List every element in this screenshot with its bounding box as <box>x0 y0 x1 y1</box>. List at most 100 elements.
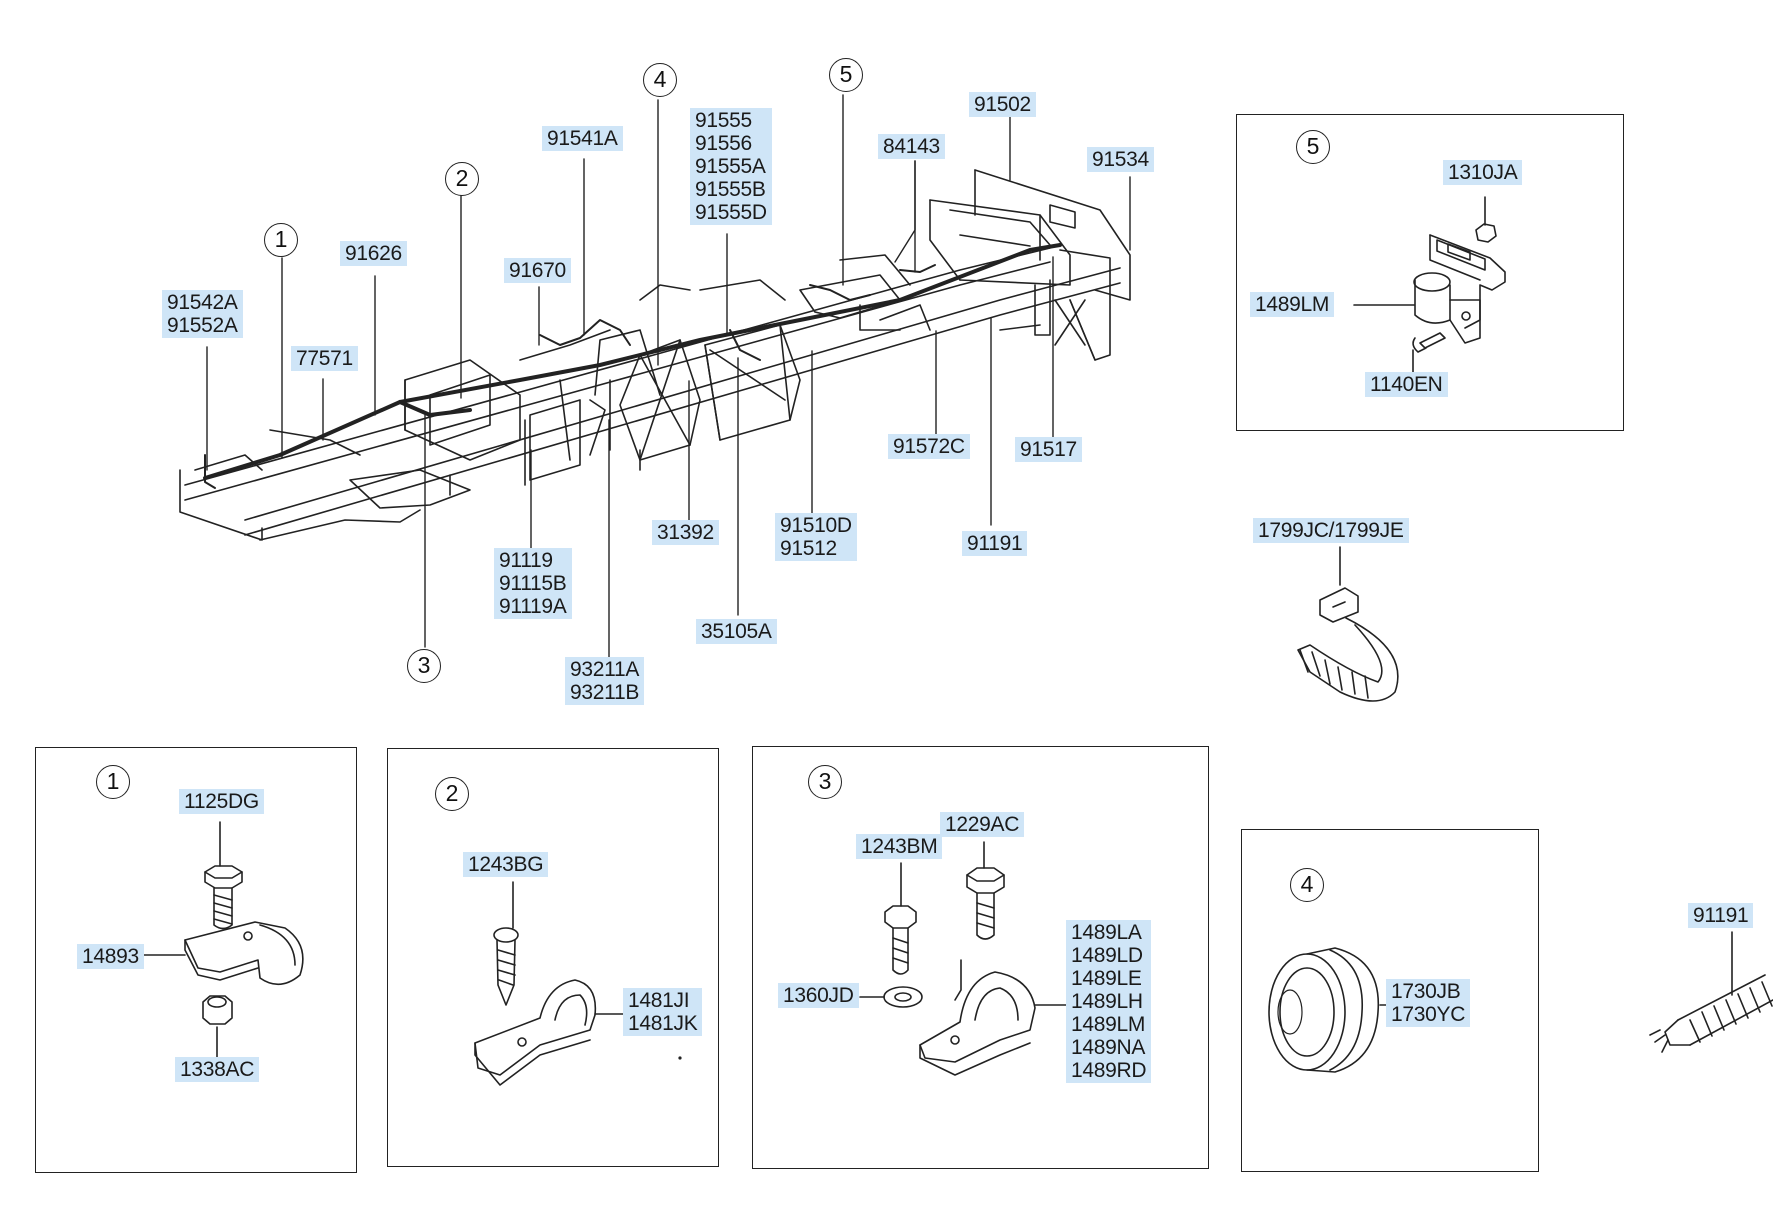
part-number-line: 93211A <box>570 658 640 681</box>
part-label-1140EN: 1140EN <box>1365 372 1448 397</box>
part-number-line: 1481JI <box>628 989 690 1012</box>
part-number-line: 1125DG <box>184 790 259 813</box>
part-number-line: 91502 <box>974 93 1031 116</box>
part-number-line: 77571 <box>296 347 353 370</box>
part-number-line: 1243BM <box>861 835 938 858</box>
part-number-line: 1489LA <box>1071 921 1142 944</box>
part-label-1125DG: 1125DG <box>179 789 264 814</box>
part-number-line: 1489LE <box>1071 967 1142 990</box>
part-label-84143: 84143 <box>878 134 945 159</box>
part-label-91572C: 91572C <box>888 434 970 459</box>
part-number-line: 91119 <box>499 549 553 572</box>
part-number-line: 1489LM <box>1071 1013 1146 1036</box>
part-number-line: 91541A <box>547 127 618 150</box>
part-label-31392: 31392 <box>652 520 719 545</box>
detail-4-callout: 4 <box>1290 868 1324 902</box>
part-number-line: 91626 <box>345 242 402 265</box>
part-number-line: 1140EN <box>1370 373 1443 396</box>
detail-box-1 <box>35 747 357 1173</box>
part-label-77571: 77571 <box>291 346 358 371</box>
detail-1-drawing <box>143 821 304 1059</box>
part-number-line: 1360JD <box>783 984 854 1007</box>
callout-1: 1 <box>264 223 298 257</box>
part-number-line: 35105A <box>701 620 772 643</box>
part-label-91670: 91670 <box>504 258 571 283</box>
callout-3: 3 <box>407 649 441 683</box>
part-label-91502: 91502 <box>969 92 1036 117</box>
side-91191-drawing <box>1649 931 1773 1053</box>
part-number-line: 1730JB <box>1391 980 1461 1003</box>
part-number-line: 91512 <box>780 537 837 560</box>
part-number-line: 1730YC <box>1391 1003 1466 1026</box>
part-label-1360JD: 1360JD <box>778 983 859 1008</box>
part-number-line: 91670 <box>509 259 566 282</box>
part-label-1799JC: 1799JC/1799JE <box>1253 518 1409 543</box>
chassis-frame <box>179 169 1131 541</box>
part-number-line: 91555A <box>695 155 766 178</box>
detail-box-4 <box>1241 829 1539 1172</box>
part-label-1489LM-d5: 1489LM <box>1250 292 1335 317</box>
part-number-line: 1243BG <box>468 853 544 876</box>
part-number-line: 1799JC/1799JE <box>1258 519 1404 542</box>
detail-4-drawing <box>1268 947 1397 1073</box>
part-label-1243BG: 1243BG <box>463 852 549 877</box>
detail-3-drawing <box>859 841 1071 1076</box>
part-number-line: 1489LH <box>1071 990 1143 1013</box>
callout-4: 4 <box>643 63 677 97</box>
part-number-line: 91542A <box>167 291 238 314</box>
part-number-line: 91556 <box>695 132 752 155</box>
part-number-line: 1310JA <box>1448 161 1518 184</box>
part-label-91191: 91191 <box>962 531 1028 556</box>
part-label-1338AC: 1338AC <box>175 1057 260 1082</box>
part-label-91541A: 91541A <box>542 126 623 151</box>
detail-2-drawing <box>474 881 682 1086</box>
part-number-line: 91191 <box>1693 904 1749 927</box>
detail-box-5 <box>1236 114 1624 431</box>
callout-5: 5 <box>829 58 863 92</box>
part-number-line: 1229AC <box>945 813 1020 836</box>
part-label-91517: 91517 <box>1015 437 1082 462</box>
part-number-line: 1489LM <box>1255 293 1330 316</box>
part-label-1310JA: 1310JA <box>1443 160 1523 185</box>
detail-5-drawing <box>1353 196 1506 378</box>
detail-1-callout: 1 <box>96 765 130 799</box>
detail-box-3 <box>752 746 1209 1169</box>
part-number-line: 84143 <box>883 135 940 158</box>
part-label-1229AC: 1229AC <box>940 812 1025 837</box>
part-number-line: 91555D <box>695 201 767 224</box>
part-number-line: 1489RD <box>1071 1059 1147 1082</box>
part-number-line: 1489LD <box>1071 944 1143 967</box>
part-number-line: 31392 <box>657 521 714 544</box>
part-label-91534: 91534 <box>1087 147 1154 172</box>
part-number-line: 1338AC <box>180 1058 255 1081</box>
part-number-line: 91552A <box>167 314 238 337</box>
part-label-35105A: 35105A <box>696 619 777 644</box>
detail-2-callout: 2 <box>435 777 469 811</box>
part-number-line: 91517 <box>1020 438 1077 461</box>
part-number-line: 1489NA <box>1071 1036 1146 1059</box>
part-number-line: 91555 <box>695 109 752 132</box>
detail-3-callout: 3 <box>808 765 842 799</box>
part-number-line: 14893 <box>82 945 139 968</box>
wiring-harness <box>203 243 1062 480</box>
part-number-line: 91534 <box>1092 148 1149 171</box>
leader-lines <box>206 94 1131 661</box>
part-number-line: 91119A <box>499 595 567 618</box>
part-number-line: 91191 <box>967 532 1023 555</box>
part-number-line: 93211B <box>570 681 640 704</box>
detail-5-callout: 5 <box>1296 130 1330 164</box>
part-number-line: 1481JK <box>628 1012 698 1035</box>
detail-box-2 <box>387 748 719 1167</box>
part-number-line: 91115B <box>499 572 567 595</box>
part-number-line: 91572C <box>893 435 965 458</box>
part-label-91191-side: 91191 <box>1688 903 1754 928</box>
part-label-91626: 91626 <box>340 241 407 266</box>
part-label-1243BM: 1243BM <box>856 834 943 859</box>
